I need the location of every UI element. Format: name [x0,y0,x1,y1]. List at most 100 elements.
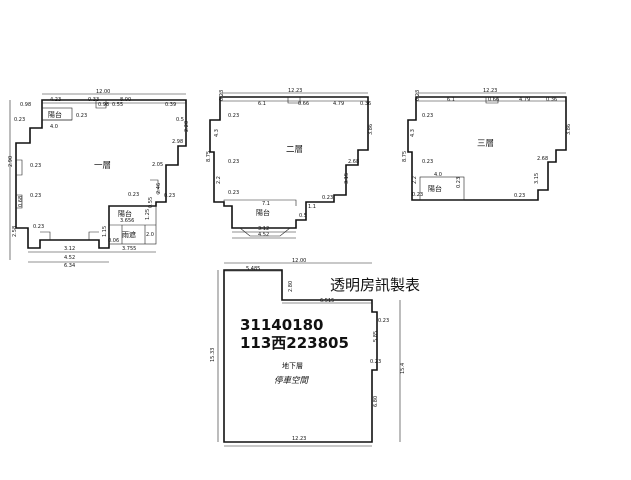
f2-dim-left-e: 2.2 [216,176,222,184]
f2-dim-top-c: 0.66 [298,101,309,107]
f2-dim-bot-b: 1.1 [308,204,316,210]
f1-balcony-bottom-label: 陽台 [118,209,132,218]
bm-dim-right-c: 0.23 [370,359,381,365]
f2-dim-top-total: 12.23 [288,88,302,94]
f3-dim-left-c: 0.23 [422,159,433,165]
stamp-title: 透明房訊製表 [330,276,420,294]
f1-dim-rain-c: 0.06 [108,238,119,244]
bm-dim-right-a: 0.23 [378,318,389,324]
f1-dim-left-d: 0.23 [30,163,41,169]
f3-dim-top-d: 4.79 [519,97,530,103]
f2-dim-top-a: 0.23 [219,90,225,101]
f2-dim-left-f: 0.23 [228,190,239,196]
f1-dim-left-c: 2.90 [8,156,14,167]
stamp-line-2: 113西223805 [240,334,349,352]
bm-dim-bottom: 12.23 [292,436,306,442]
f1-dim-top-d: 0.98 [98,102,109,108]
f1-balcony-label: 陽台 [48,110,62,119]
f1-dim-inner-a: 4.0 [50,124,58,130]
f3-floor-label: 三層 [477,139,494,149]
f2-dim-top-b: 6.1 [258,101,266,107]
f3-dim-left-f: 0.23 [412,192,423,198]
f2-balcony-label: 陽台 [256,208,270,217]
f3-dim-top-b: 6.1 [447,97,455,103]
f1-dim-top-b: 8.00 [120,97,131,103]
floor-1-plan: 12.00 4.23 8.00 0.33 0.98 0.55 0.39 4.0 … [8,89,190,269]
f3-balcony-label: 陽台 [428,184,442,193]
f3-dim-right-c: 3.15 [534,173,540,184]
floor-2-plan: 12.23 0.23 6.1 0.66 4.79 0.36 0.23 4.3 0… [206,88,374,239]
f1-dim-left-a: 0.98 [20,102,31,108]
f3-dim-top-c: 0.66 [488,97,499,103]
f1-dim-bot-b: 4.52 [64,255,75,261]
f1-dim-top-e: 0.55 [112,102,123,108]
f1-dim-bot-a: 3.12 [64,246,75,252]
f2-dim-left-b: 4.3 [214,129,220,137]
bm-dim-right-total: 15.4 [400,363,406,374]
f1-dim-inner-c: 0.23 [76,113,87,119]
bm-dim-left-total: 15.33 [210,348,216,362]
f1-dim-bot-d: 6.34 [64,263,75,269]
f3-dim-right-d: 0.23 [514,193,525,199]
f3-dim-top-e: 0.36 [546,97,557,103]
f3-dim-left-d: 8.75 [402,151,408,162]
f1-dim-left-g: 2.58 [12,226,18,237]
f1-dim-rain-b: 2.0 [146,232,154,238]
f1-dim-right-a: 0.5 [176,117,184,123]
f1-dim-top-c: 0.33 [88,97,99,103]
f2-floor-label: 二層 [286,145,303,155]
f1-dim-left-e: 0.23 [30,193,41,199]
f1-rain-shelter-label: 雨遮 [122,230,136,239]
f2-dim-bot-a: 7.1 [262,201,270,207]
f2-dim-right-c: 3.15 [344,173,350,184]
f3-dim-left-a: 0.23 [422,113,433,119]
f1-dim-left-f: 0.68 [18,196,24,207]
f1-dim-balc-h: 1.25 [145,209,151,220]
f1-dim-top-a: 4.23 [50,97,61,103]
bm-dim-right-d: 6.80 [373,396,379,407]
f3-dim-top-total: 12.23 [483,88,497,94]
f1-dim-right-g: 0.55 [148,197,154,208]
f1-dim-right-c: 2.05 [152,162,163,168]
f1-floor-label: 一層 [94,161,111,171]
f2-dim-left-d: 8.75 [206,151,212,162]
f1-dim-right-f: 0.23 [164,193,175,199]
f3-dim-bot-a: 0.23 [456,177,462,188]
f3-dim-right-b: 2.68 [537,156,548,162]
f1-dim-top-total: 12.00 [96,89,110,95]
f3-dim-right-a: 3.86 [566,124,572,135]
f2-dim-right-a: 3.86 [368,124,374,135]
f1-dim-right-b: 2.20 [184,121,190,132]
stamp-block: 透明房訊製表 31140180 113西223805 [240,276,420,352]
bm-dim-top-total: 12.00 [292,258,306,264]
f2-dim-top-e: 0.36 [360,101,371,107]
bm-dim-right-b: 5.85 [373,331,379,342]
f3-dim-left-e: 2.2 [412,176,418,184]
f1-dim-rain-a: 1.15 [102,226,108,237]
basement-plan: 12.00 5.485 2.80 6.515 15.33 0.23 5.85 0… [210,258,406,447]
floor-3-plan: 12.23 0.23 6.1 0.66 4.79 0.36 0.23 4.3 0… [402,88,572,201]
bm-floor-label: 地下層 [282,361,303,370]
bm-dim-top-a: 5.485 [246,266,260,272]
f1-dim-left-h: 0.23 [33,224,44,230]
f3-dim-balc-w: 4.0 [434,172,442,178]
f1-dim-right-d: 0.23 [128,192,139,198]
f1-dim-left-b: 0.23 [14,117,25,123]
bm-dim-step: 2.80 [288,281,294,292]
bm-handwritten-label: 停車空間 [274,375,310,386]
f3-dim-top-a: 0.23 [415,90,421,101]
f2-dim-left-a: 0.23 [228,113,239,119]
bm-dim-top-b: 6.515 [320,298,334,304]
f1-dim-balc-w: 3.656 [120,218,134,224]
f2-dim-top-d: 4.79 [333,101,344,107]
f1-dim-top-f: 0.39 [165,102,176,108]
f2-dim-bot-c: 3.12 [258,226,269,232]
f2-dim-left-c: 0.23 [228,159,239,165]
f2-dim-bot-d: 4.52 [258,232,269,238]
f1-dim-right-e: 2.46 [156,183,162,194]
f1-dim-right-h: 2.98 [172,139,183,145]
stamp-line-1: 31140180 [240,316,324,334]
f2-dim-right-b: 2.68 [348,159,359,165]
f2-dim-right-d: 0.23 [322,195,333,201]
